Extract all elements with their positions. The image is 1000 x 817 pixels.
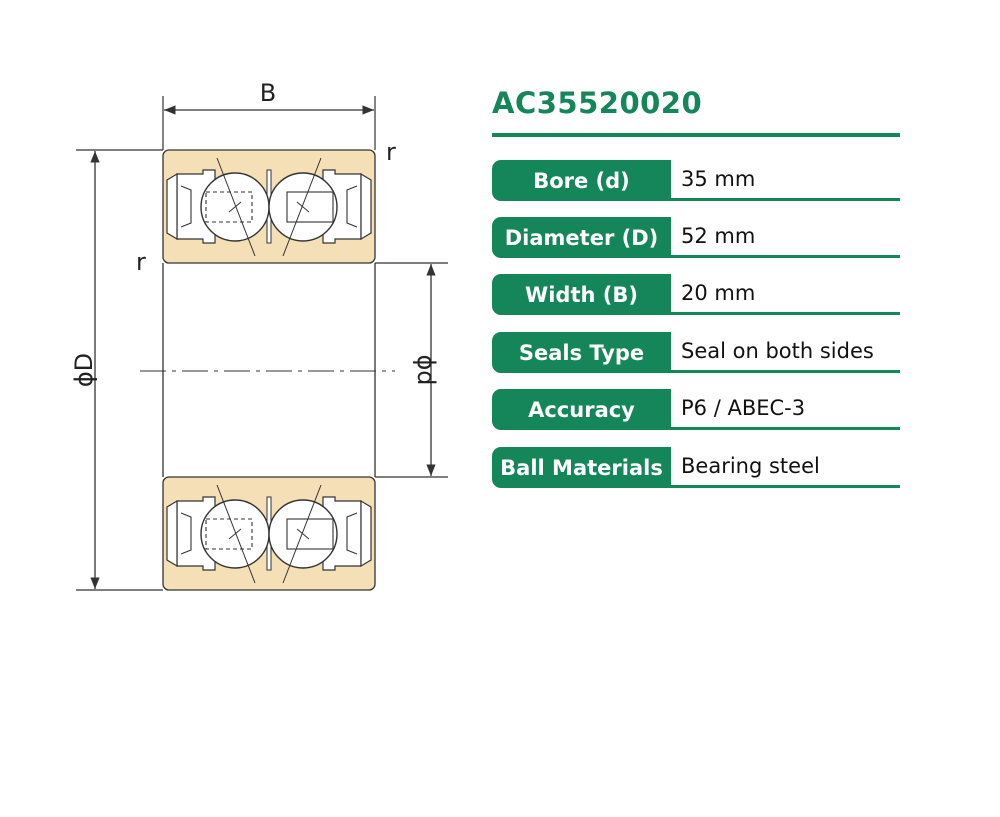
bore-diameter-label: ϕd bbox=[412, 354, 440, 385]
spec-row-accuracy: Accuracy P6 / ABEC-3 bbox=[492, 389, 900, 433]
spec-row-seals-type: Seals Type Seal on both sides bbox=[492, 332, 900, 376]
width-label: B bbox=[260, 79, 276, 107]
spec-value: P6 / ABEC-3 bbox=[681, 396, 806, 420]
lower-ring-section bbox=[162, 476, 376, 591]
spec-row-diameter: Diameter (D) 52 mm bbox=[492, 217, 900, 261]
spec-row-underline bbox=[671, 485, 900, 488]
spec-label: Width (B) bbox=[492, 274, 671, 315]
spec-value: 20 mm bbox=[681, 281, 756, 305]
radius-label-left: r bbox=[136, 248, 146, 276]
radius-label-top: r bbox=[386, 138, 396, 166]
upper-ring-section bbox=[162, 149, 376, 264]
bearing-cross-section-drawing: B r r ϕD ϕd bbox=[70, 79, 448, 591]
spec-value: Bearing steel bbox=[681, 454, 820, 478]
spec-row-ball-materials: Ball Materials Bearing steel bbox=[492, 447, 900, 491]
spec-value: Seal on both sides bbox=[681, 339, 874, 363]
spec-row-bore: Bore (d) 35 mm bbox=[492, 160, 900, 204]
spec-row-underline bbox=[671, 255, 900, 258]
title-underline bbox=[492, 133, 900, 137]
spec-label: Accuracy bbox=[492, 389, 671, 430]
spec-row-underline bbox=[671, 198, 900, 201]
spec-label: Diameter (D) bbox=[492, 217, 671, 258]
spec-label: Bore (d) bbox=[492, 160, 671, 201]
part-number-title: AC35520020 bbox=[492, 86, 703, 120]
spec-value: 52 mm bbox=[681, 224, 756, 248]
outer-diameter-label: ϕD bbox=[70, 353, 98, 387]
spec-row-underline bbox=[671, 312, 900, 315]
spec-label: Seals Type bbox=[492, 332, 671, 373]
spec-row-underline bbox=[671, 370, 900, 373]
spec-value: 35 mm bbox=[681, 167, 756, 191]
spec-row-underline bbox=[671, 427, 900, 430]
spec-label: Ball Materials bbox=[492, 447, 671, 488]
spec-row-width: Width (B) 20 mm bbox=[492, 274, 900, 318]
